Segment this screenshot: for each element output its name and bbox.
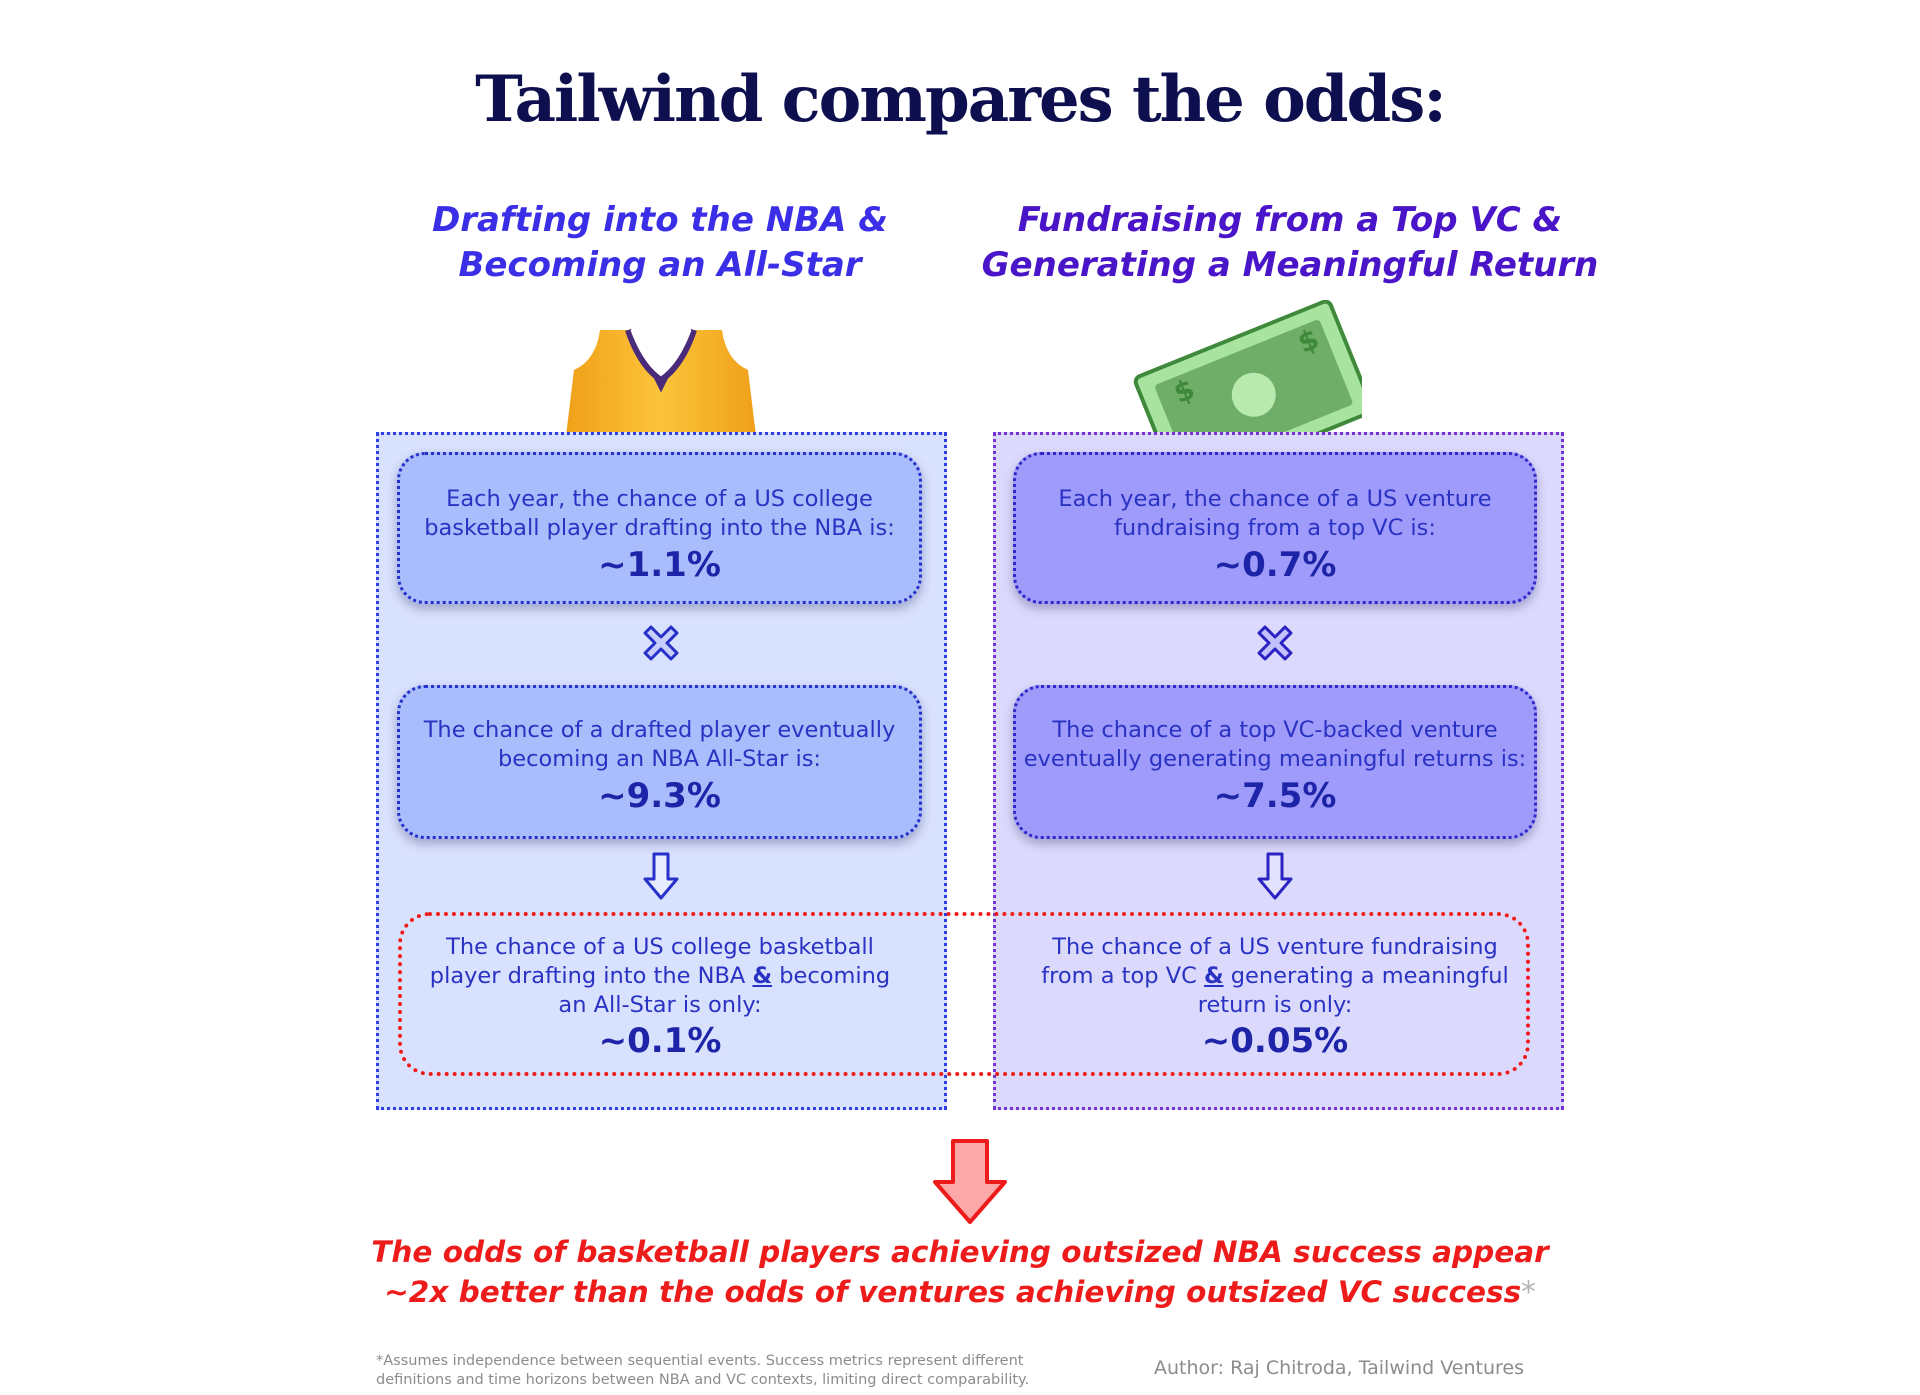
conclusion-statement: The odds of basketball players achieving… <box>300 1232 1620 1312</box>
vc-fundraising-chance-box: Each year, the chance of a US venture fu… <box>1013 452 1537 604</box>
nba-allstar-line1: The chance of a drafted player eventuall… <box>423 717 896 743</box>
arrow-down-icon <box>643 852 679 900</box>
nba-allstar-line2: becoming an NBA All-Star is: <box>498 746 821 772</box>
vc-result-ampersand: & <box>1203 963 1224 989</box>
nba-heading-line2: Becoming an All-Star <box>458 245 862 285</box>
vc-fundraising-line2: fundraising from a top VC is: <box>1114 515 1436 541</box>
vc-fundraising-line1: Each year, the chance of a US venture <box>1058 486 1492 512</box>
vc-return-line2: eventually generating meaningful returns… <box>1023 746 1527 772</box>
nba-draft-line1: Each year, the chance of a US college <box>446 486 873 512</box>
vc-heading-line1: Fundraising from a Top VC & <box>1017 200 1563 240</box>
nba-draft-line2: basketball player drafting into the NBA … <box>424 515 895 541</box>
nba-allstar-value: ~9.3% <box>598 776 721 816</box>
footnote-line2: definitions and time horizons between NB… <box>376 1372 1030 1388</box>
arrow-down-icon <box>1257 852 1293 900</box>
conclusion-line1: The odds of basketball players achieving… <box>371 1235 1549 1269</box>
nba-draft-value: ~1.1% <box>598 545 721 585</box>
multiply-icon <box>1257 625 1293 661</box>
nba-result-line3: an All-Star is only: <box>558 992 762 1018</box>
combined-odds-highlight <box>398 912 1530 1076</box>
footnote-marker: * <box>1521 1275 1536 1309</box>
dollar-bill-icon: $ $ <box>1133 300 1362 436</box>
nba-result-line1: The chance of a US college basketball <box>446 934 874 960</box>
nba-allstar-chance-box: The chance of a drafted player eventuall… <box>397 685 922 839</box>
nba-result-line2-pre: player drafting into the NBA <box>429 963 753 989</box>
conclusion-line2: ~2x better than the odds of ventures ach… <box>300 1272 1620 1312</box>
vc-result-line1: The chance of a US venture fundraising <box>1052 934 1498 960</box>
conclusion-line2-text: ~2x better than the odds of ventures ach… <box>384 1275 1522 1309</box>
footnote-line1: *Assumes independence between sequential… <box>376 1353 1024 1369</box>
page-title: Tailwind compares the odds: <box>475 62 1447 137</box>
nba-result-line2: player drafting into the NBA & becoming <box>410 962 910 991</box>
vc-result-line2-post: generating a meaningful <box>1223 963 1509 989</box>
vc-return-line1: The chance of a top VC-backed venture <box>1052 717 1498 743</box>
nba-column-heading: Drafting into the NBA & Becoming an All-… <box>375 198 945 288</box>
vc-result-line2: from a top VC & generating a meaningful <box>1013 962 1537 991</box>
vc-return-value: ~7.5% <box>1213 776 1337 816</box>
vc-return-chance-box: The chance of a top VC-backed venture ev… <box>1013 685 1537 839</box>
basketball-jersey-icon <box>566 329 756 436</box>
nba-combined-result: The chance of a US college basketball pl… <box>410 933 910 1062</box>
nba-result-value: ~0.1% <box>598 1021 722 1061</box>
nba-result-ampersand: & <box>752 963 773 989</box>
vc-heading-line2: Generating a Meaningful Return <box>981 245 1599 285</box>
vc-result-line3: return is only: <box>1197 992 1353 1018</box>
vc-fundraising-value: ~0.7% <box>1213 545 1337 585</box>
nba-heading-line1: Drafting into the NBA & <box>432 200 888 240</box>
vc-result-line2-pre: from a top VC <box>1041 963 1204 989</box>
vc-column-heading: Fundraising from a Top VC & Generating a… <box>940 198 1640 288</box>
multiply-icon <box>643 625 679 661</box>
arrow-down-icon <box>933 1139 1007 1224</box>
footnote: *Assumes independence between sequential… <box>376 1352 1096 1390</box>
nba-result-line2-post: becoming <box>772 963 891 989</box>
vc-result-value: ~0.05% <box>1201 1021 1349 1061</box>
author-credit: Author: Raj Chitroda, Tailwind Ventures <box>1154 1357 1525 1379</box>
nba-draft-chance-box: Each year, the chance of a US college ba… <box>397 452 922 604</box>
vc-combined-result: The chance of a US venture fundraising f… <box>1013 933 1537 1062</box>
